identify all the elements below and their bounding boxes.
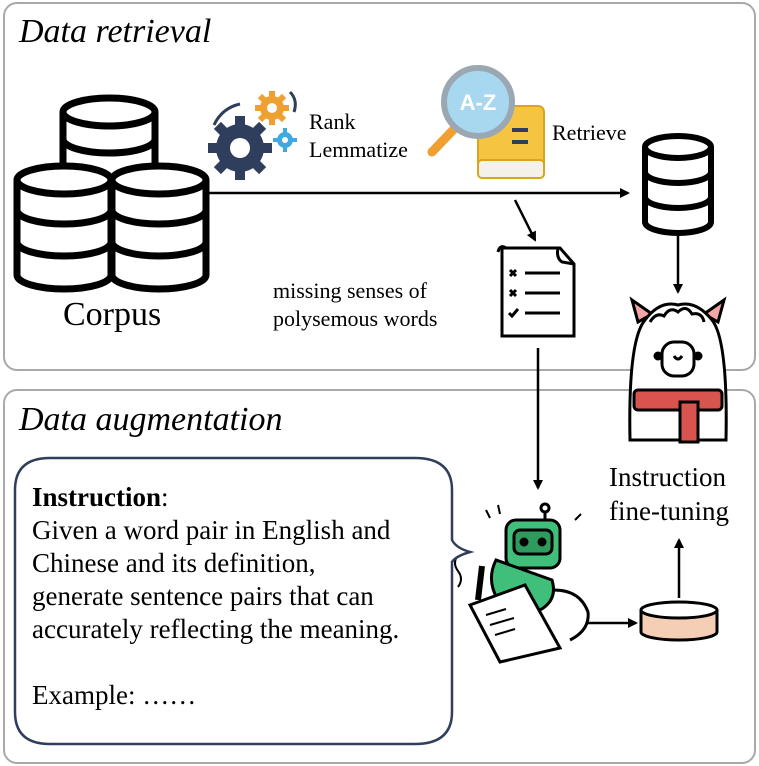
spacer bbox=[32, 646, 447, 679]
missing-senses-line1: missing senses of bbox=[273, 278, 427, 303]
gears-icon bbox=[208, 90, 297, 180]
checklist-icon bbox=[496, 245, 576, 338]
corpus-label: Corpus bbox=[63, 296, 162, 333]
example-line: Example: …… bbox=[32, 680, 197, 710]
arrow-dictionary-to-checklist bbox=[513, 199, 537, 242]
flow-arrows bbox=[206, 188, 684, 628]
instruction-finetuning-line2: fine-tuning bbox=[609, 496, 729, 526]
corpus-database-icon bbox=[13, 94, 210, 293]
missing-senses-line2: polysemous words bbox=[273, 306, 438, 331]
instruction-text-block: Instruction: Given a word pair in Englis… bbox=[32, 481, 447, 712]
instruction-line-3: generate sentence pairs that can bbox=[32, 581, 374, 611]
speech-bubble bbox=[13, 456, 475, 746]
dictionary-badge-text: A-Z bbox=[460, 90, 497, 115]
retrieved-database-icon bbox=[642, 133, 714, 236]
instruction-finetuning-line1: Instruction bbox=[609, 462, 726, 492]
instruction-line-4: accurately reflecting the meaning. bbox=[32, 614, 400, 644]
llama-icon bbox=[628, 296, 728, 444]
robot-icon bbox=[454, 502, 590, 664]
data-retrieval-title: Data retrieval bbox=[19, 13, 212, 50]
dictionary-search-icon: A-Z bbox=[427, 65, 545, 179]
instruction-heading-word: Instruction bbox=[32, 482, 162, 512]
instruction-heading: Instruction: bbox=[32, 481, 447, 514]
instruction-heading-colon: : bbox=[161, 482, 169, 512]
retrieve-label: Retrieve bbox=[552, 120, 627, 145]
data-augmentation-title: Data augmentation bbox=[19, 401, 283, 438]
instruction-line-2: Chinese and its definition, bbox=[32, 548, 316, 578]
dataset-icon bbox=[639, 600, 719, 642]
instruction-line-1: Given a word pair in English and bbox=[32, 515, 391, 545]
lemmatize-label: Lemmatize bbox=[309, 137, 408, 162]
rank-label: Rank bbox=[309, 109, 356, 134]
